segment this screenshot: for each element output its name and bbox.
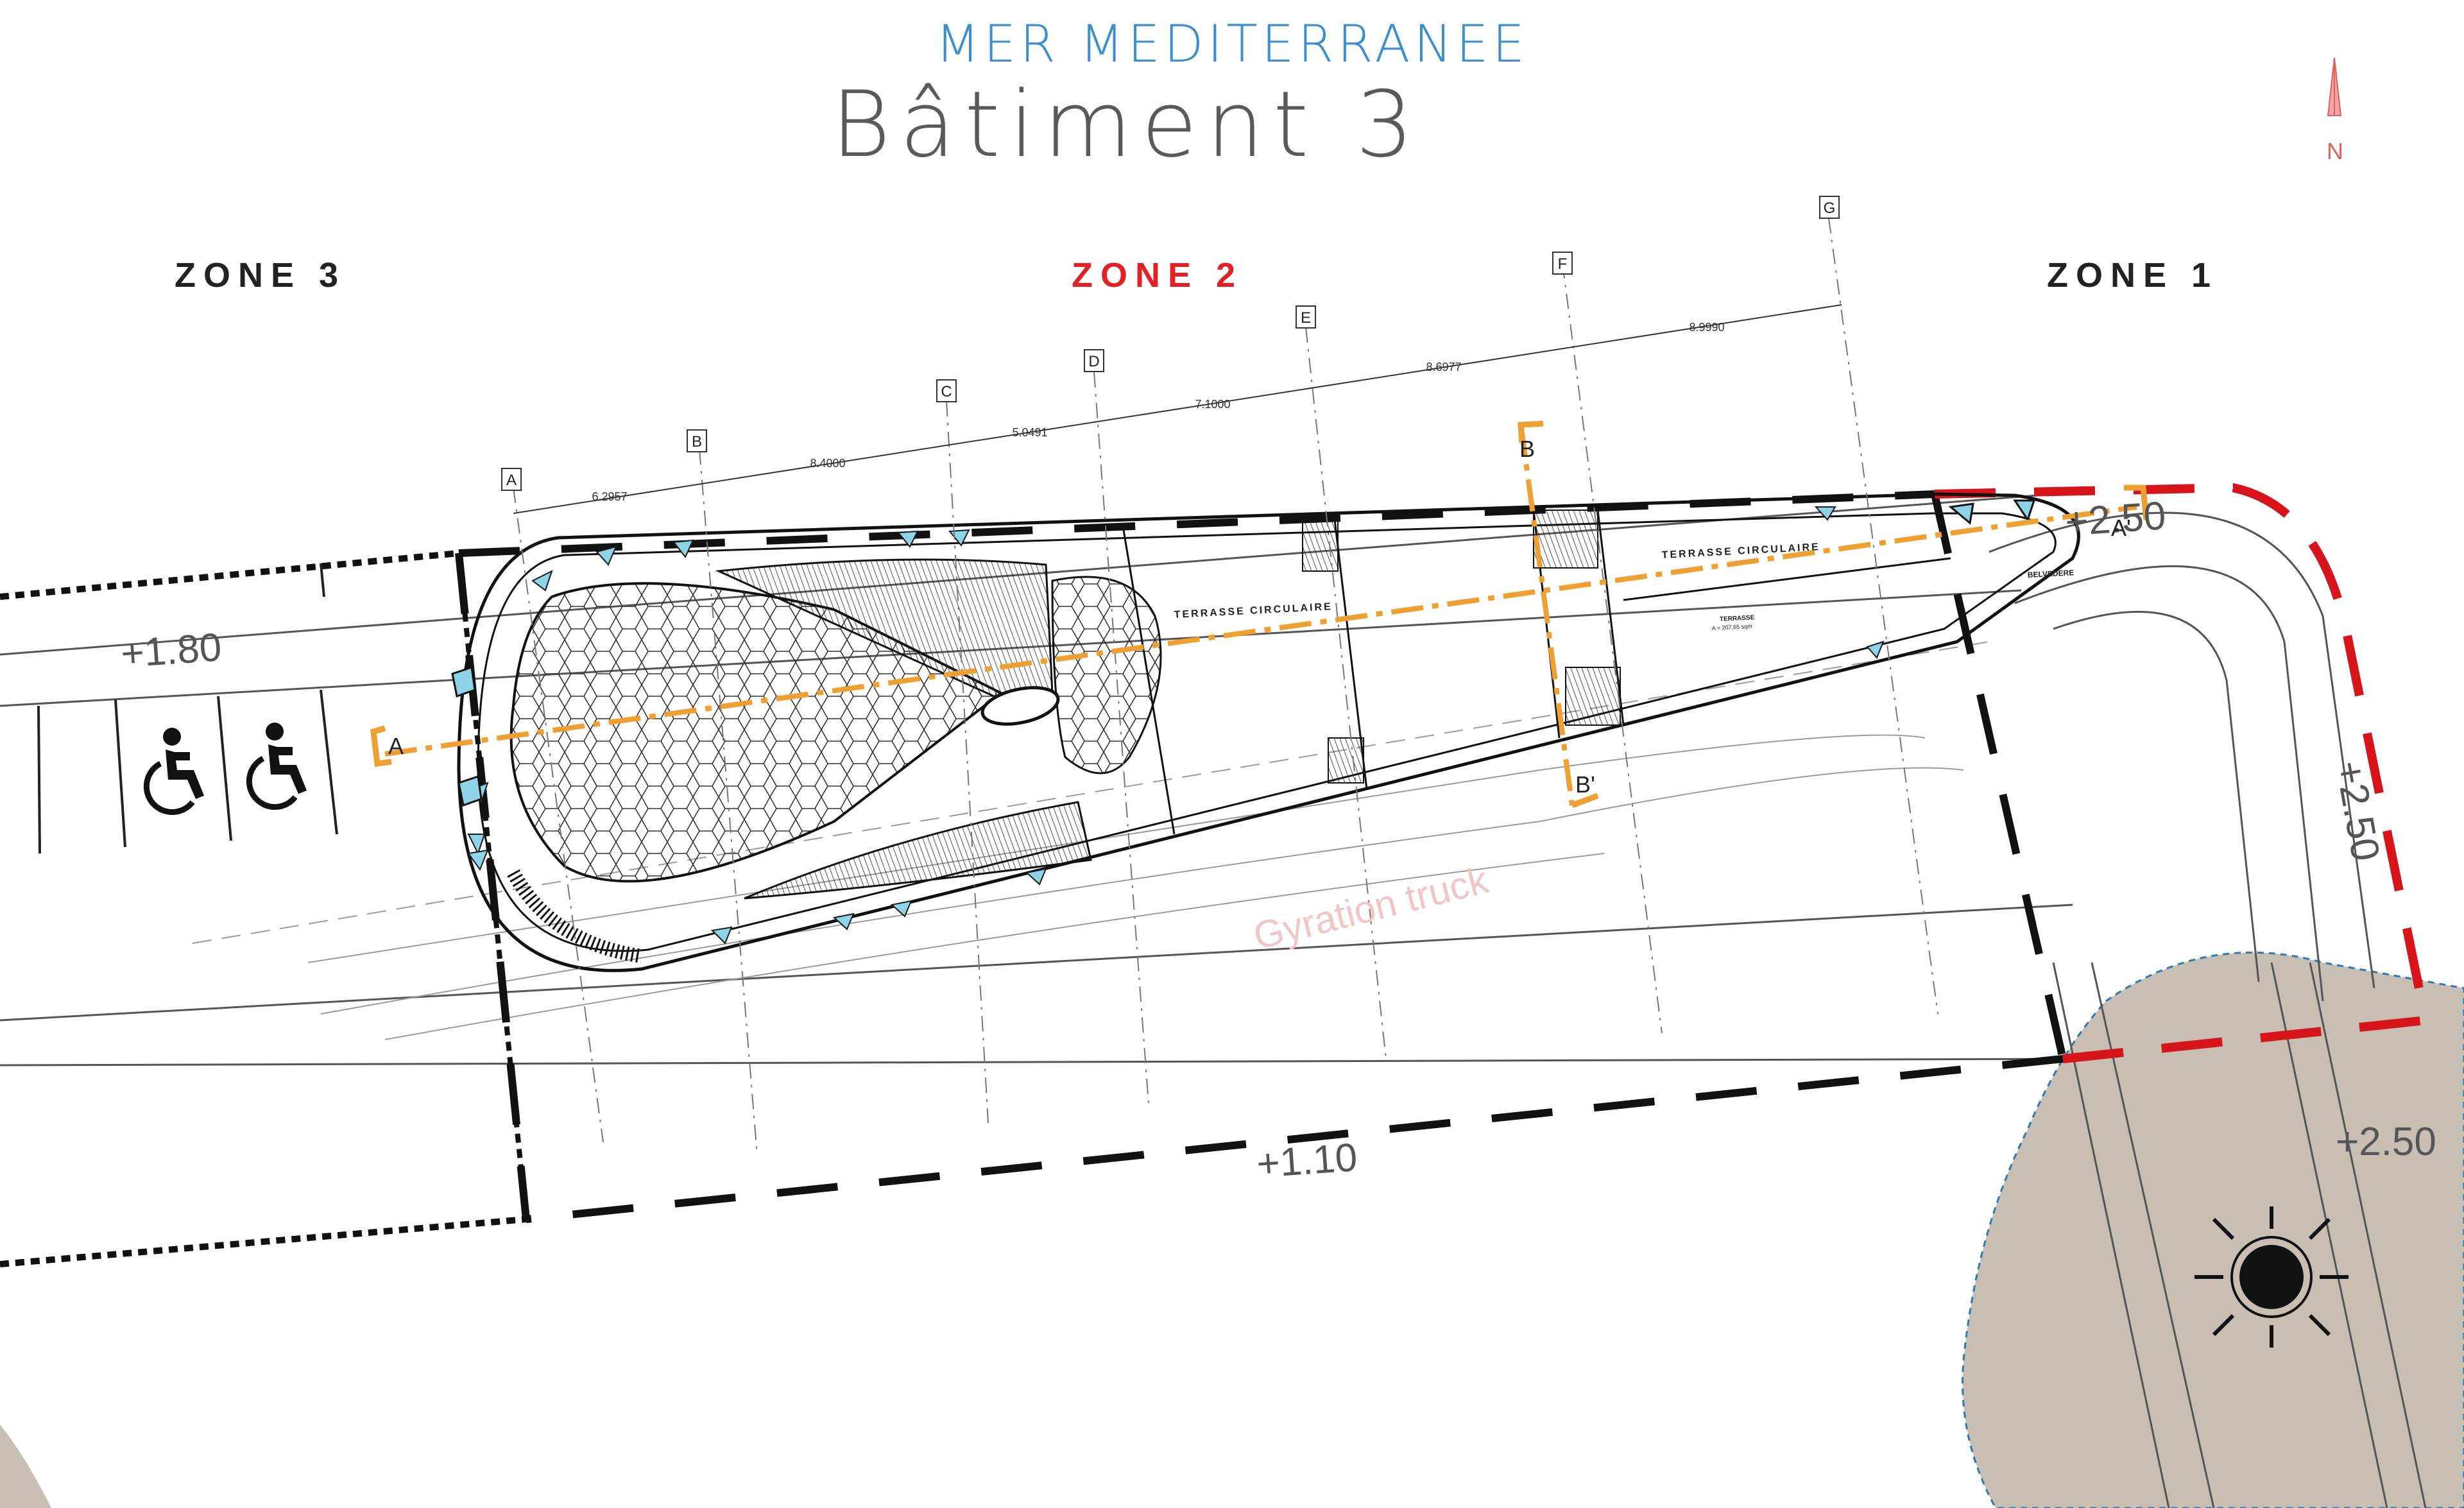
room-terrace-2: TERRASSE CIRCULAIRE [1661, 542, 1820, 561]
grid-labels: A B C D E F G [506, 200, 1835, 489]
section-marker-b [1518, 420, 1544, 443]
spacing-e-f: 8.6977 [1426, 361, 1461, 373]
parking-boundary [0, 550, 529, 1267]
sea-label: MER MEDITERRANEE [935, 14, 1529, 74]
spacing-f-g: 8.9990 [1689, 321, 1724, 334]
section-label-a: A [388, 733, 404, 759]
level-square: +2.50 [2336, 1120, 2436, 1164]
landscaped-area-corner [0, 1425, 51, 1508]
room-terrasse-area: A = 207,65 sqm [1712, 623, 1752, 631]
grid-label-b: B [692, 433, 702, 450]
dimension-line [513, 304, 1842, 514]
grid-label-boxes [501, 196, 1840, 491]
glazing-elements [467, 506, 1885, 945]
north-arrow-icon [2327, 57, 2342, 116]
landscaped-area [1962, 951, 2464, 1508]
spacing-d-e: 7.1000 [1195, 398, 1230, 411]
section-line-b [1518, 423, 1575, 806]
section-line-a [384, 504, 2137, 757]
section-label-a-prime: A' [2111, 515, 2131, 541]
section-marker-b-end [1571, 793, 1599, 809]
spacing-a-b: 6.2957 [592, 490, 627, 503]
grid-label-g: G [1824, 200, 1836, 217]
grid-label-f: F [1558, 255, 1568, 273]
section-label-b: B [1519, 436, 1535, 462]
parking-bays [37, 563, 338, 854]
zone-1-label: ZONE 1 [2047, 256, 2219, 295]
level-road-bottom: +1.10 [1255, 1135, 1358, 1187]
room-terrace-1: TERRASSE CIRCULAIRE [1174, 601, 1333, 621]
room-terrasse-small: TERRASSE [1720, 614, 1755, 623]
grid-spacings: 6.2957 8.4000 5.0491 7.1000 8.6977 8.999… [592, 321, 1724, 503]
zone-1-boundary [1934, 483, 2431, 1063]
grid-label-d: D [1088, 353, 1099, 370]
accessible-parking-icon [143, 728, 204, 816]
section-marker-a [370, 725, 392, 767]
grid-axes [513, 218, 1938, 1156]
grid-label-e: E [1301, 309, 1311, 327]
level-parking: +1.80 [119, 625, 223, 676]
spacing-b-c: 8.4000 [810, 457, 845, 470]
building-title: Bâtiment 3 [831, 72, 1423, 178]
section-label-b-prime: B' [1575, 771, 1595, 798]
section-labels: A A' B B' [388, 436, 2131, 798]
grid-label-c: C [941, 383, 952, 400]
zone-3-label: ZONE 3 [175, 256, 346, 295]
zone-2-boundary [455, 490, 2067, 1223]
north-label: N [2327, 138, 2343, 164]
corner-glazing [451, 499, 2036, 807]
accessible-parking-icon-2 [246, 723, 307, 810]
pavilion-shell [507, 558, 1162, 963]
stairs [1302, 510, 1621, 784]
level-top-right: +2.50 [2064, 493, 2167, 545]
building-outline [457, 492, 2080, 972]
spacing-c-d: 5.0491 [1012, 426, 1047, 439]
section-marker-a-end [2124, 484, 2150, 520]
zone-2-label: ZONE 2 [1072, 256, 1244, 295]
room-belvedere: BELVEDERE [2027, 568, 2074, 579]
gyration-annotation: Gyration truck [1249, 858, 1493, 958]
light-fixture-icon [2194, 1206, 2348, 1348]
grid-label-a: A [506, 472, 517, 489]
